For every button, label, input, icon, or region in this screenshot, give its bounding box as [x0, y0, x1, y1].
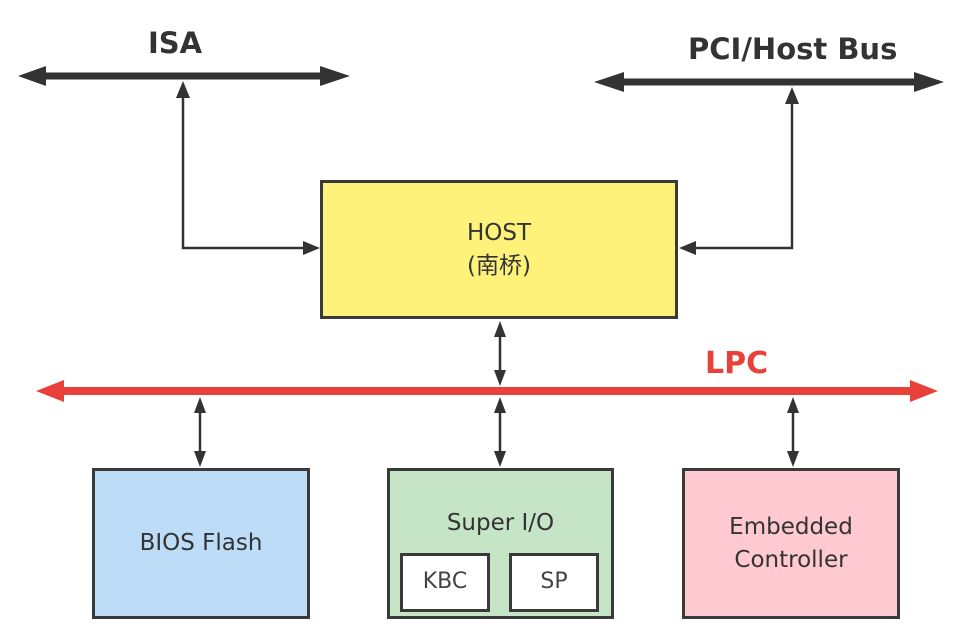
arrowhead-up-icon — [194, 397, 206, 413]
arrowhead-down-icon — [494, 451, 506, 467]
sp-subnode: SP — [509, 553, 599, 612]
arrowhead-up-icon — [494, 321, 506, 337]
arrowhead-up-icon — [176, 81, 190, 98]
isa-left-arrowhead-icon — [18, 66, 46, 86]
isa-bus — [18, 66, 350, 86]
isa-bus-label: ISA — [148, 26, 203, 60]
sp-label: SP — [540, 569, 568, 595]
arrowhead-left-icon — [679, 241, 696, 255]
lpc-bus-label: LPC — [705, 346, 769, 381]
lpc-superio-connector — [494, 397, 506, 467]
arrowhead-up-icon — [785, 87, 799, 104]
ec-title-line2: Controller — [734, 546, 848, 573]
host-pci-connector — [679, 87, 799, 255]
lpc-bus — [36, 380, 938, 402]
kbc-subnode: KBC — [400, 553, 490, 612]
kbc-label: KBC — [422, 569, 468, 595]
arrowhead-down-icon — [494, 370, 506, 386]
bios-flash-node: BIOS Flash — [92, 468, 310, 619]
super-io-title: Super I/O — [446, 510, 555, 536]
arrowhead-down-icon — [787, 451, 799, 467]
pci-bus-label: PCI/Host Bus — [688, 32, 898, 66]
lpc-right-arrowhead-icon — [910, 380, 938, 402]
arrowhead-up-icon — [787, 397, 799, 413]
host-node: HOST (南桥) — [320, 180, 678, 319]
lpc-bios-connector — [194, 397, 206, 467]
arrowhead-down-icon — [194, 451, 206, 467]
isa-right-arrowhead-icon — [320, 66, 350, 86]
host-lpc-connector — [494, 321, 506, 386]
host-isa-connector — [176, 81, 320, 255]
arrowhead-up-icon — [494, 397, 506, 413]
lpc-ec-connector — [787, 397, 799, 467]
pci-left-arrowhead-icon — [594, 72, 624, 92]
lpc-left-arrowhead-icon — [36, 380, 64, 402]
embedded-controller-node: Embedded Controller — [682, 468, 900, 619]
pci-right-arrowhead-icon — [914, 72, 944, 92]
super-io-node: Super I/O KBC SP — [387, 468, 614, 619]
host-title: HOST — [466, 220, 532, 247]
bios-flash-title: BIOS Flash — [139, 530, 263, 557]
pci-host-bus — [594, 72, 944, 92]
arrowhead-right-icon — [303, 241, 320, 255]
host-subtitle: (南桥) — [467, 252, 531, 279]
ec-title-line1: Embedded — [729, 514, 853, 541]
